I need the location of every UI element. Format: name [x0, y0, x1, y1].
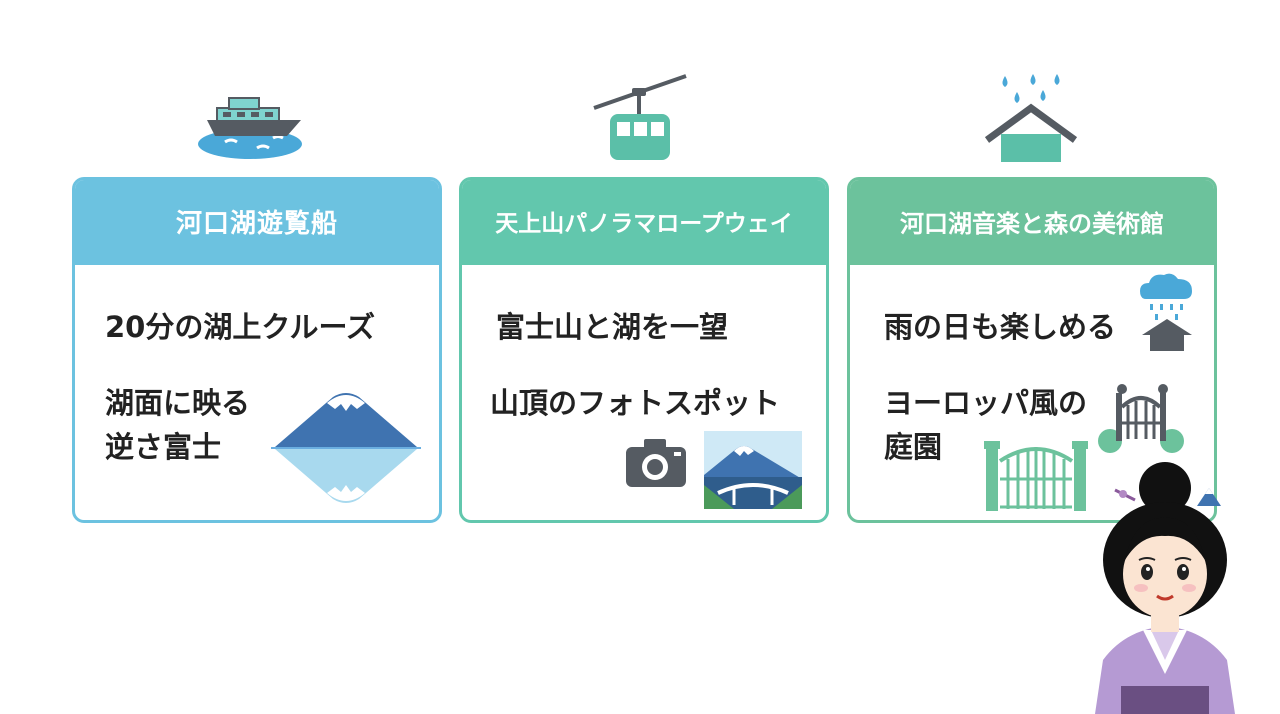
card-title: 天上山パノラマロープウェイ: [462, 180, 826, 265]
card-panorama-ropeway[interactable]: 天上山パノラマロープウェイ 富士山と湖を一望 山頂のフォトスポット: [459, 177, 829, 523]
card-line: 20分の湖上クルーズ: [105, 310, 376, 344]
ropeway-icon: [593, 74, 687, 160]
card-line: 庭園: [884, 430, 943, 464]
card-line: 逆さ富士: [105, 430, 222, 464]
card-body: 20分の湖上クルーズ 湖面に映る 逆さ富士: [75, 265, 439, 520]
boat-icon: [198, 97, 302, 159]
geisha-mascot: [1095, 462, 1235, 714]
card-body: 雨の日も楽しめる ヨーロッパ風の 庭園: [850, 265, 1214, 520]
gate-icon: [1098, 384, 1184, 453]
card-line: 湖面に映る: [105, 386, 251, 420]
gate-icon: [984, 441, 1088, 511]
mountain-view-photo-icon: [704, 431, 802, 509]
card-title: 河口湖遊覧船: [75, 180, 439, 265]
rain-cloud-house-icon: [1140, 273, 1192, 351]
card-line: 山頂のフォトスポット: [490, 386, 781, 420]
card-kawaguchiko-cruise[interactable]: 河口湖遊覧船 20分の湖上クルーズ 湖面に映る 逆さ富士: [72, 177, 442, 523]
inverted-fuji-icon: [271, 393, 421, 503]
card-title: 河口湖音楽と森の美術館: [850, 180, 1214, 265]
card-line: 雨の日も楽しめる: [884, 310, 1117, 344]
card-line: ヨーロッパ風の: [884, 386, 1088, 420]
camera-icon: [626, 439, 686, 487]
rain-house-icon: [984, 74, 1078, 162]
card-line: 富士山と湖を一望: [496, 310, 729, 344]
card-body: 富士山と湖を一望 山頂のフォトスポット: [462, 265, 826, 520]
